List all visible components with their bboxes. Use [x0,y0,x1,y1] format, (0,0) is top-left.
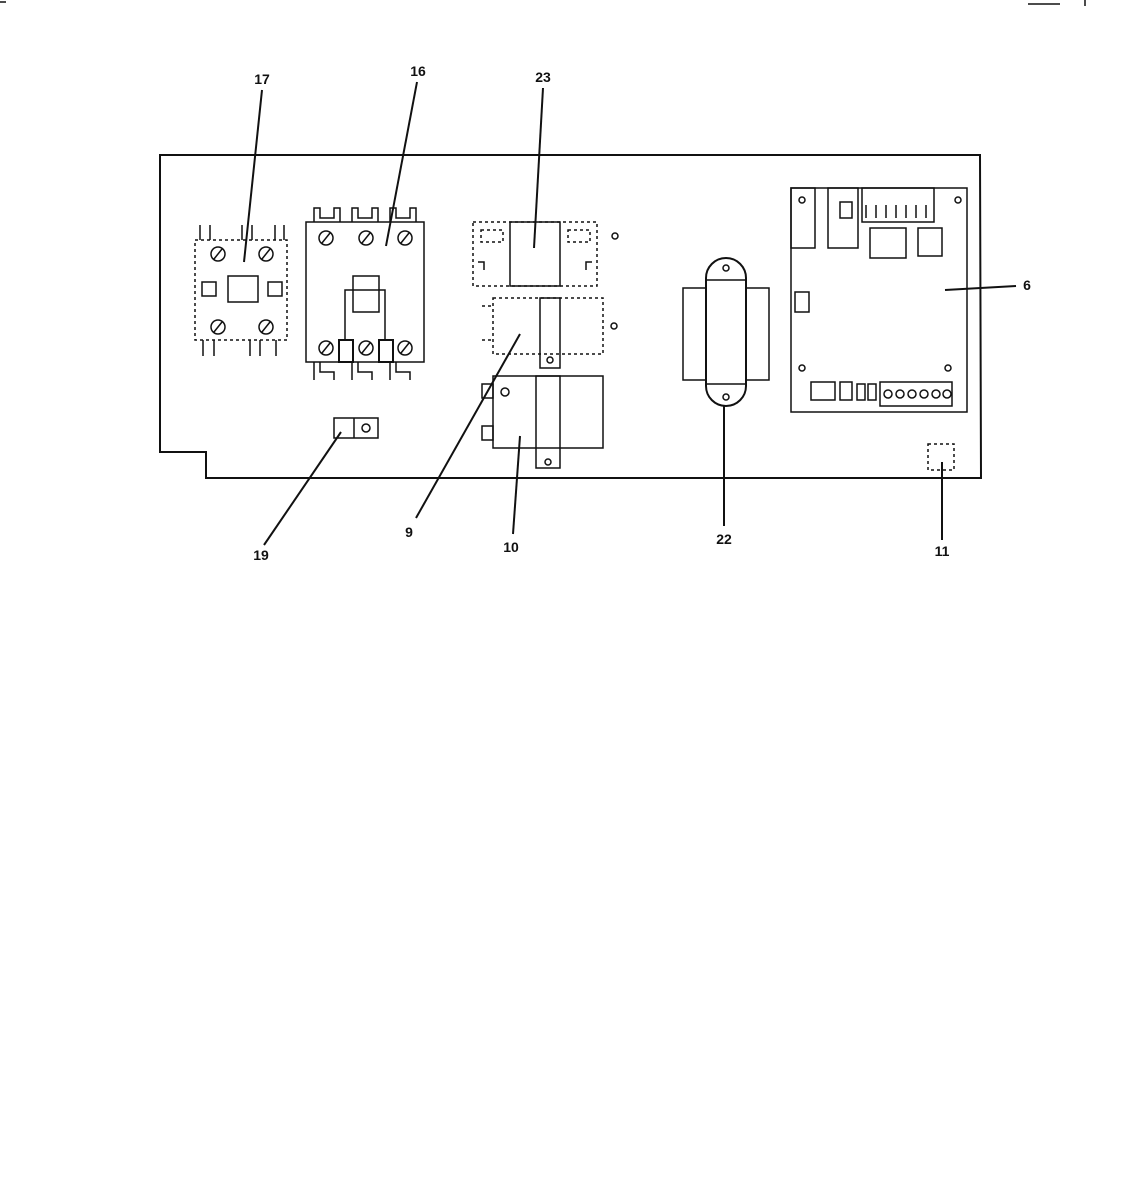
relay-middle [482,297,618,369]
transformer [682,257,770,407]
fuse-block [927,443,955,471]
callout-9: 9 [405,524,413,540]
callout-6: 6 [1023,277,1031,293]
callout-22: 22 [716,531,732,547]
control-board [790,187,968,413]
ground-terminal [333,417,379,439]
callout-10: 10 [503,539,519,555]
callout-19: 19 [253,547,269,563]
contactor-large [305,207,425,380]
callout-labels: 17 16 23 6 19 9 10 22 11 [253,63,1031,563]
relay-top [472,221,619,287]
callout-23: 23 [535,69,551,85]
leader-lines [243,81,1017,546]
callout-11: 11 [935,543,950,559]
contactor-small [194,225,288,356]
control-panel-plate [159,154,983,479]
callout-16: 16 [410,63,426,79]
callout-17: 17 [254,71,270,87]
relay-lower [481,375,604,469]
top-scan-artifacts [0,0,1086,6]
